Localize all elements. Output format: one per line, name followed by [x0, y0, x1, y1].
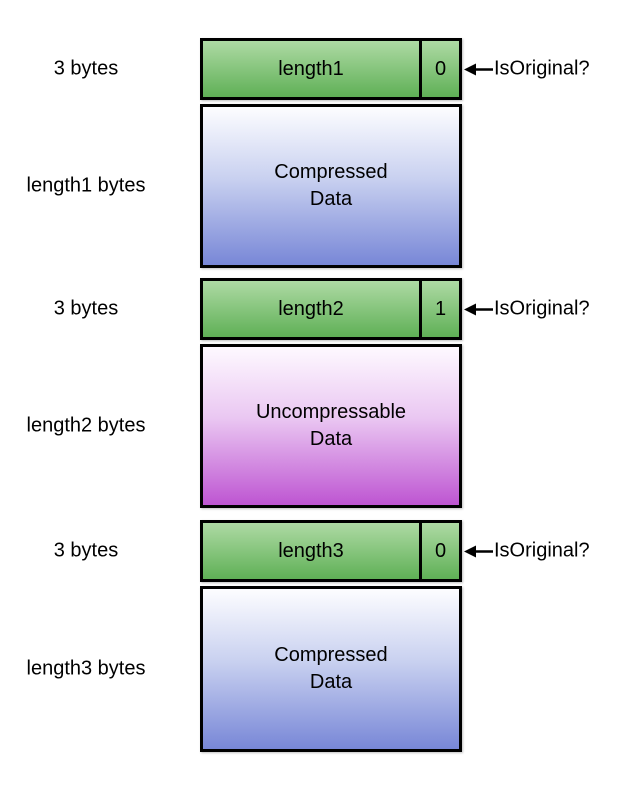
isoriginal-label: IsOriginal?: [494, 539, 590, 562]
record-block-3: length3 0 Compressed Data: [200, 520, 462, 752]
size-label-body-3: length3 bytes: [26, 657, 146, 680]
length-field-label: length3: [278, 539, 344, 562]
size-label-header-3: 3 bytes: [53, 539, 119, 562]
length-field-label: length1: [278, 57, 344, 80]
length-header-box-2: length2 1: [200, 278, 462, 340]
data-body-box-2: Uncompressable Data: [200, 344, 462, 508]
data-label-line: Compressed: [274, 161, 388, 183]
arrow-left-icon: [464, 303, 493, 315]
data-body-box-3: Compressed Data: [200, 586, 462, 752]
length-field-label: length2: [278, 297, 344, 320]
isoriginal-label: IsOriginal?: [494, 57, 590, 80]
record-block-1: length1 0 Compressed Data: [200, 38, 462, 268]
record-block-2: length2 1 Uncompressable Data: [200, 278, 462, 508]
flag-bit-cell: 1: [419, 281, 459, 337]
length-header-box-1: length1 0: [200, 38, 462, 100]
size-label-body-2: length2 bytes: [26, 414, 146, 437]
isoriginal-annotation-3: IsOriginal?: [463, 540, 590, 563]
data-label-line: Compressed: [274, 644, 388, 666]
size-label-body-1: length1 bytes: [26, 174, 146, 197]
arrow-left-icon: [464, 63, 493, 75]
data-body-box-1: Compressed Data: [200, 104, 462, 268]
data-label-line: Data: [309, 428, 353, 450]
isoriginal-annotation-2: IsOriginal?: [463, 298, 590, 321]
length-header-box-3: length3 0: [200, 520, 462, 582]
isoriginal-annotation-1: IsOriginal?: [463, 58, 590, 81]
size-label-header-2: 3 bytes: [53, 297, 119, 320]
isoriginal-label: IsOriginal?: [494, 297, 590, 320]
flag-bit-cell: 0: [419, 41, 459, 97]
size-label-header-1: 3 bytes: [53, 57, 119, 80]
data-label-line: Data: [309, 188, 353, 210]
arrow-left-icon: [464, 545, 493, 557]
data-label-line: Uncompressable: [255, 401, 407, 423]
data-label-line: Data: [309, 671, 353, 693]
flag-bit-cell: 0: [419, 523, 459, 579]
